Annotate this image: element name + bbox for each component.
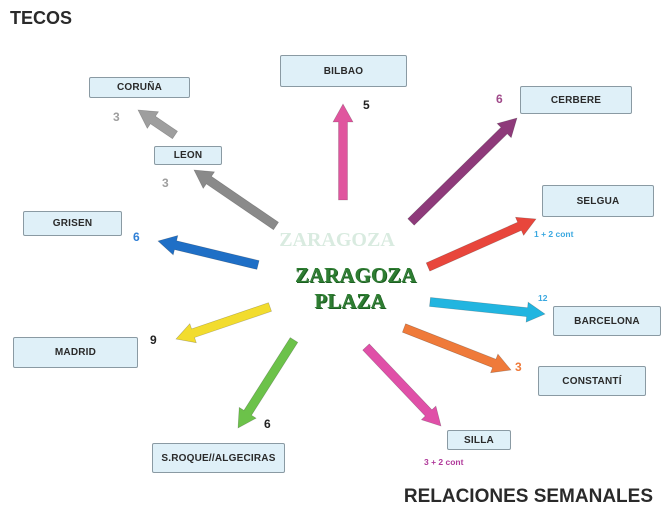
arrow-selgua — [425, 216, 537, 272]
node-constanti: CONSTANTÍ — [538, 366, 646, 396]
node-bilbao: BILBAO — [280, 55, 407, 87]
node-label: SILLA — [464, 434, 494, 446]
hub-ghost-label: ZARAGOZA — [279, 229, 395, 251]
node-selgua: SELGUA — [542, 185, 654, 217]
node-cerbere: CERBERE — [520, 86, 632, 114]
node-coruna: CORUÑA — [89, 77, 190, 98]
count-barcelona: 12 — [538, 293, 548, 303]
count-madrid: 9 — [150, 333, 157, 347]
node-grisen: GRISEN — [23, 211, 122, 236]
count-cerbere: 6 — [496, 92, 503, 106]
node-barcelona: BARCELONA — [553, 306, 661, 336]
count-sroque: 6 — [264, 417, 271, 431]
arrow-cerbere — [407, 117, 518, 226]
node-leon: LEON — [154, 146, 222, 165]
node-sroque: S.ROQUE//ALGECIRAS — [152, 443, 285, 473]
count-coruna: 3 — [113, 110, 120, 124]
count-selgua: 1 + 2 cont — [534, 229, 574, 239]
arrow-leon — [193, 169, 279, 231]
count-grisen: 6 — [133, 230, 140, 244]
node-label: SELGUA — [576, 195, 620, 207]
arrow-sroque — [237, 337, 299, 429]
hub-label: ZARAGOZA PLAZA — [295, 262, 417, 314]
count-constanti: 3 — [515, 360, 522, 374]
arrow-grisen — [157, 235, 260, 270]
arrow-madrid — [175, 302, 272, 344]
node-silla: SILLA — [447, 430, 511, 450]
arrow-constanti — [402, 323, 512, 374]
count-leon: 3 — [162, 176, 169, 190]
node-label: LEON — [173, 150, 203, 161]
node-label: BILBAO — [323, 65, 364, 77]
node-label: CORUÑA — [116, 82, 163, 93]
count-silla: 3 + 2 cont — [424, 457, 464, 467]
count-bilbao: 5 — [363, 98, 370, 112]
arrow-barcelona — [429, 297, 546, 323]
node-label: S.ROQUE//ALGECIRAS — [161, 452, 276, 464]
node-label: CONSTANTÍ — [562, 375, 622, 387]
node-label: GRISEN — [52, 218, 93, 229]
page-title: TECOS — [10, 8, 73, 28]
node-label: BARCELONA — [574, 315, 640, 327]
hub-line-1: ZARAGOZA — [295, 263, 417, 287]
footer-title: RELACIONES SEMANALES — [403, 486, 653, 507]
hub-line-2: PLAZA — [314, 289, 386, 313]
arrow-silla — [362, 343, 442, 427]
arrow-coruna — [137, 109, 178, 140]
node-label: CERBERE — [550, 94, 602, 106]
arrow-bilbao — [332, 103, 354, 201]
node-label: MADRID — [54, 347, 97, 358]
node-madrid: MADRID — [13, 337, 138, 368]
